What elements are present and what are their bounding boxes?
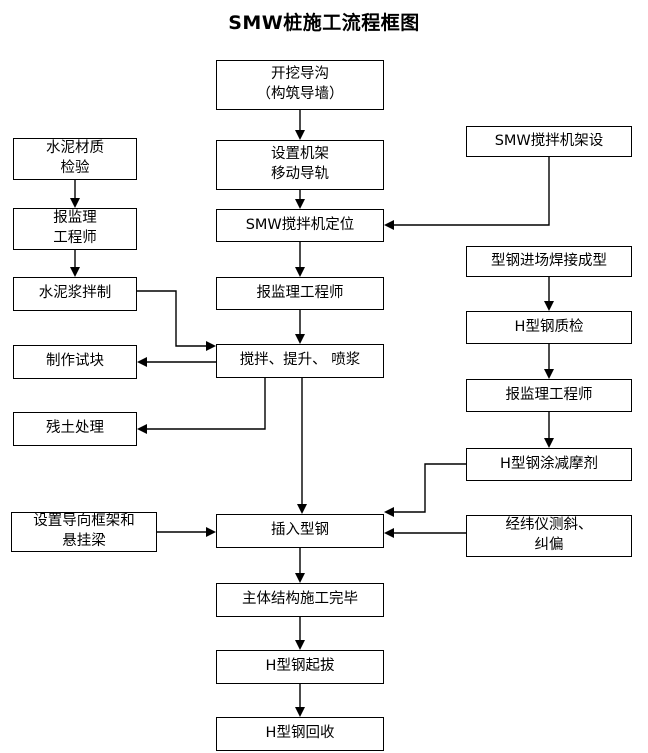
arrowhead-l3 (70, 267, 80, 277)
node-excavate-guide-trench[interactable]: 开挖导沟 （构筑导墙） (216, 60, 384, 110)
arrowhead-l2 (70, 198, 80, 208)
arrowhead-n6-right-lower (384, 528, 394, 538)
node-smw-mixer-erection[interactable]: SMW搅拌机架设 (466, 126, 632, 157)
node-steel-arrival-welding[interactable]: 型钢进场焊接成型 (466, 246, 632, 277)
arrowhead-l5 (137, 424, 147, 434)
arrowhead-l4 (137, 357, 147, 367)
node-guide-frame-and-hanging-beam[interactable]: 设置导向框架和 悬挂梁 (11, 512, 157, 552)
arrowhead-n6-right-upper (384, 507, 394, 517)
arrowhead-n3-right (384, 220, 394, 230)
node-mix-lift-grout[interactable]: 搅拌、提升、 喷浆 (216, 344, 384, 378)
arrowhead-n2 (295, 130, 305, 140)
edge-r5-n6 (391, 463, 466, 513)
edge-l3-n5 (137, 290, 209, 347)
edge-n5-l5 (144, 378, 266, 430)
arrowhead-n7 (295, 573, 305, 583)
node-smw-mixer-positioning[interactable]: SMW搅拌机定位 (216, 209, 384, 242)
node-report-supervisor-right[interactable]: 报监理工程师 (466, 379, 632, 412)
node-h-steel-extraction[interactable]: H型钢起拔 (216, 650, 384, 684)
arrowhead-r4 (544, 369, 554, 379)
arrowhead-r3 (544, 301, 554, 311)
arrowhead-n3 (295, 199, 305, 209)
page-title: SMW桩施工流程框图 (228, 12, 420, 34)
node-report-supervisor-left[interactable]: 报监理 工程师 (13, 208, 137, 250)
arrowhead-n6-left (206, 527, 216, 537)
node-h-steel-recovery[interactable]: H型钢回收 (216, 717, 384, 751)
node-cement-material-inspection[interactable]: 水泥材质 检验 (13, 138, 137, 180)
arrowhead-n5 (295, 334, 305, 344)
node-make-test-block[interactable]: 制作试块 (13, 345, 137, 379)
node-report-supervisor-center[interactable]: 报监理工程师 (216, 277, 384, 310)
arrowhead-n8 (295, 640, 305, 650)
node-insert-section-steel[interactable]: 插入型钢 (216, 514, 384, 548)
node-main-structure-complete[interactable]: 主体结构施工完毕 (216, 583, 384, 617)
arrowhead-n4 (295, 267, 305, 277)
arrowhead-n9 (295, 707, 305, 717)
node-h-steel-quality-check[interactable]: H型钢质检 (466, 311, 632, 344)
node-theodolite-inclination-correction[interactable]: 经纬仪测斜、 纠偏 (466, 515, 632, 557)
node-h-steel-friction-reducer[interactable]: H型钢涂减摩剂 (466, 448, 632, 481)
node-setup-frame-rail[interactable]: 设置机架 移动导轨 (216, 140, 384, 190)
node-cement-slurry-mixing[interactable]: 水泥浆拌制 (13, 277, 137, 311)
edge-r1-n3 (391, 157, 550, 226)
arrowhead-n6-top (297, 504, 307, 514)
arrowhead-n5-left (206, 341, 216, 351)
arrowhead-r5 (544, 438, 554, 448)
node-spoil-treatment[interactable]: 残土处理 (13, 412, 137, 446)
